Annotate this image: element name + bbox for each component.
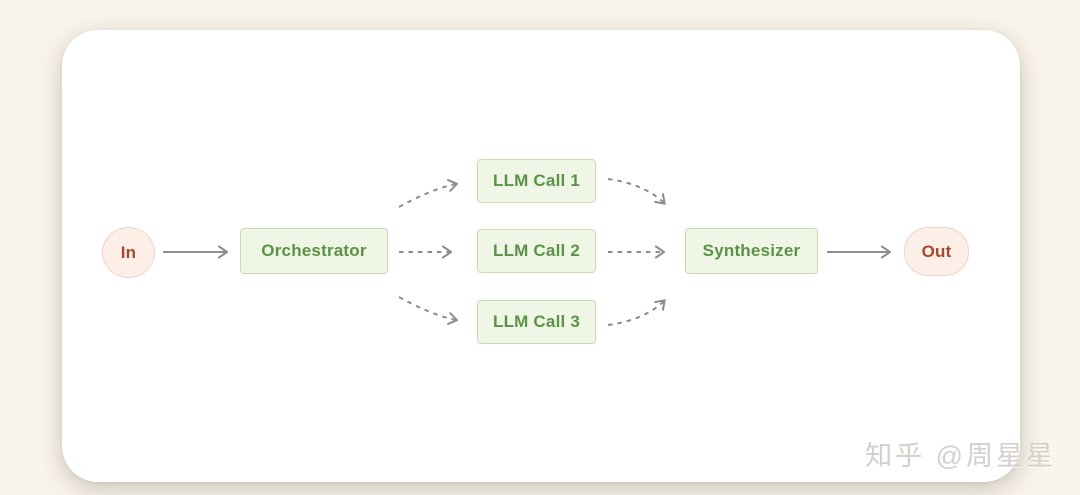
node-synthesizer: Synthesizer <box>685 228 818 274</box>
watermark-text: 知乎 @周星星 <box>865 441 1056 471</box>
node-llm-call-1: LLM Call 1 <box>477 159 596 203</box>
node-llm-call-3: LLM Call 3 <box>477 300 596 344</box>
node-llm-call-2: LLM Call 2 <box>477 229 596 273</box>
node-out: Out <box>904 227 969 276</box>
node-in: In <box>102 227 155 278</box>
node-orchestrator: Orchestrator <box>240 228 388 274</box>
